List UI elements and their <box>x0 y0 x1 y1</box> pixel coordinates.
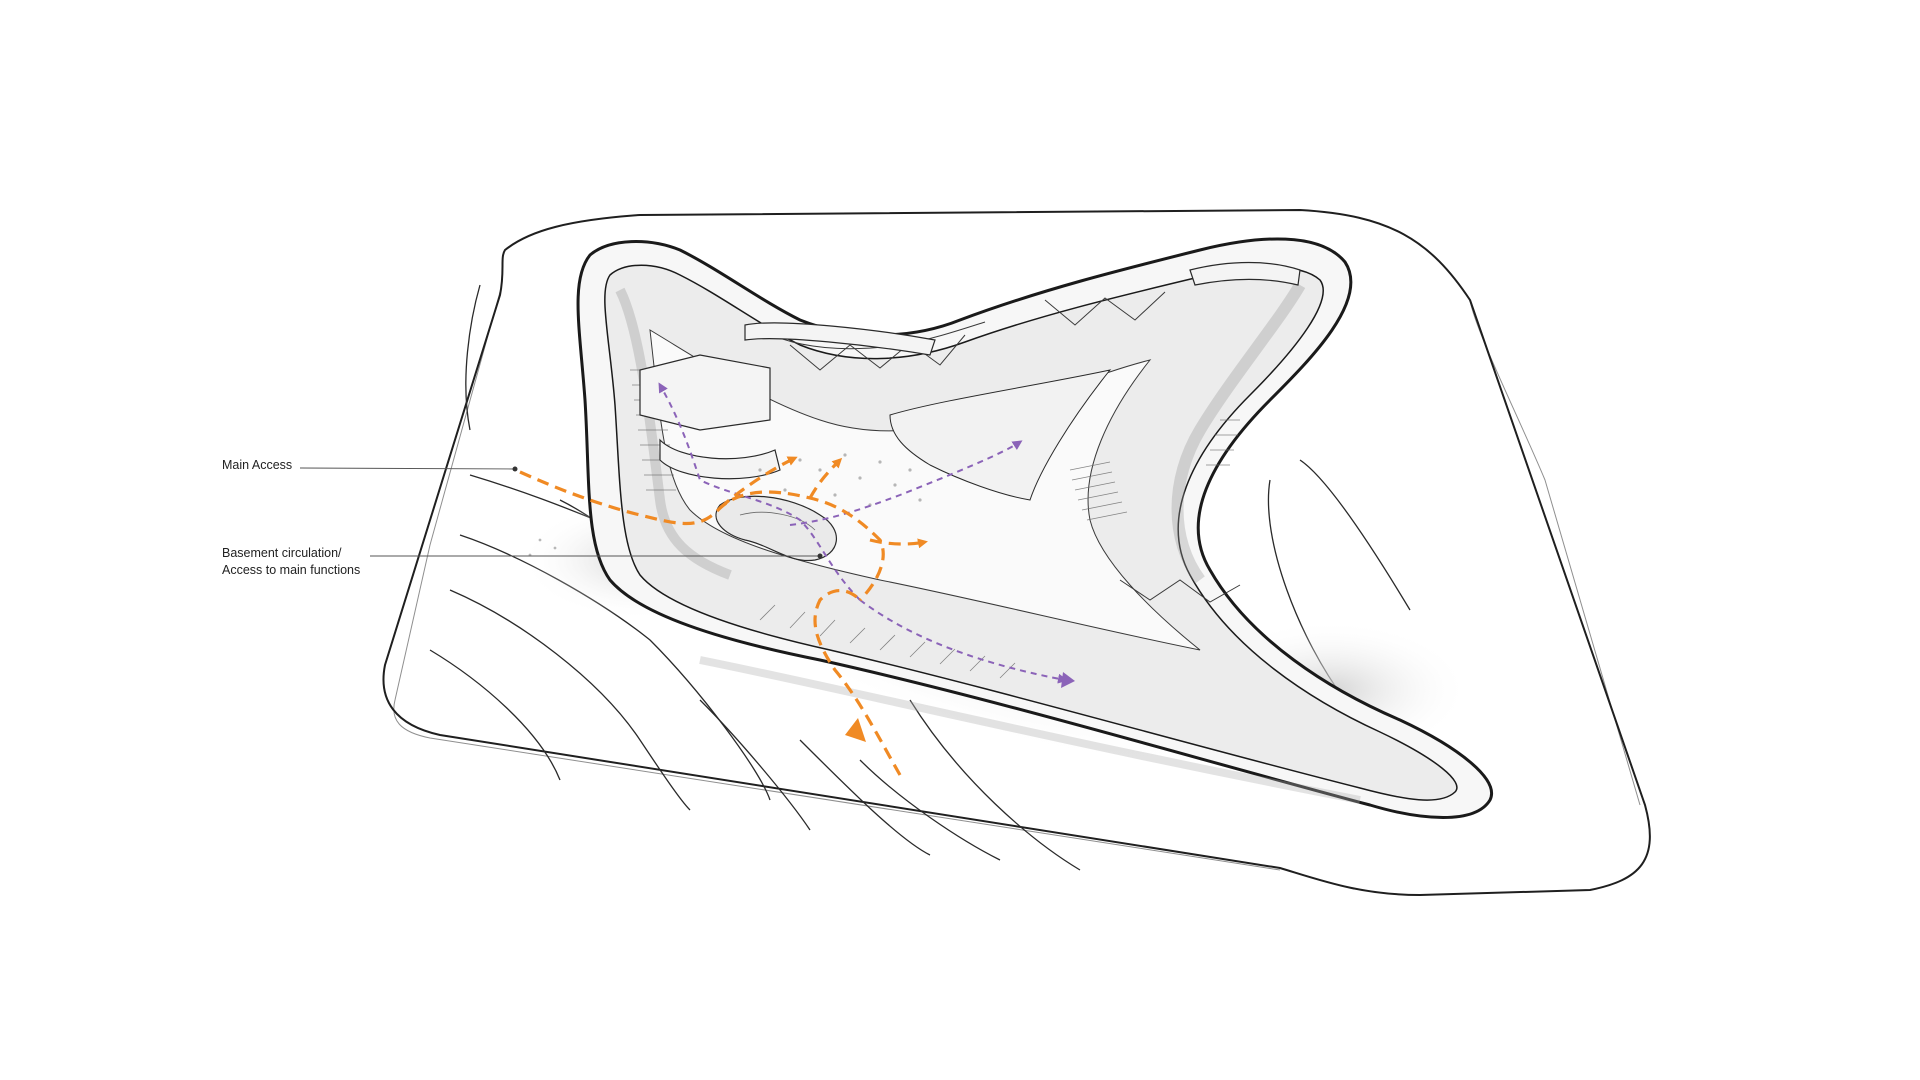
label-basement-line1: Basement circulation/ <box>222 546 342 560</box>
leader-lines <box>299 467 820 557</box>
basement-marker <box>817 553 823 559</box>
main-access-path <box>519 456 928 776</box>
star-building <box>528 237 1493 819</box>
orange-arrowhead-icon <box>845 718 866 742</box>
basement-circulation-path <box>658 382 1068 684</box>
label-basement-line2: Access to main functions <box>222 563 360 577</box>
purple-arrowhead-icon <box>1061 672 1075 688</box>
label-main-access: Main Access <box>222 458 292 472</box>
main-access-marker <box>512 466 518 472</box>
